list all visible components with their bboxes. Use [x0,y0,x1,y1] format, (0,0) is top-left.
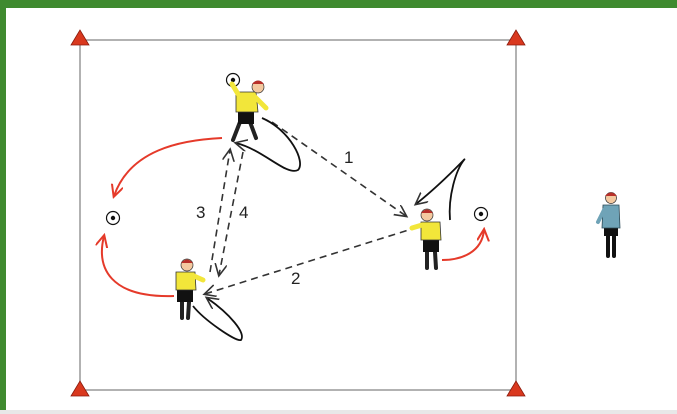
ball-icon [105,210,121,226]
pass-label-1: 1 [344,148,353,167]
cone-icon [70,380,90,397]
run-loop-right [416,158,466,221]
player-figure-top [229,80,269,142]
dribble-curve-right [441,230,484,261]
frame-bottom [0,410,677,414]
cone-icon [506,380,526,397]
cone-icon [506,29,526,46]
frame-left [0,0,6,414]
run-loop-top [236,117,301,172]
pass-line-2 [205,226,419,294]
pass-line-4 [219,151,244,275]
cone-icon [70,29,90,46]
dribble-curve-top [114,137,223,196]
dribble-curve-bottom [102,236,175,298]
pass-label-3: 3 [196,203,205,222]
ball-icon [473,206,489,222]
player-figure-bottom [175,258,206,320]
pass-label-4: 4 [239,203,248,222]
pitch-area [79,39,517,391]
pass-line-3 [209,150,230,273]
run-loop-bottom [192,298,243,341]
player-figure-right [409,208,442,270]
pass-label-2: 2 [291,269,300,288]
frame-top [0,0,677,8]
pass-line-1 [271,121,406,216]
coach-figure [596,192,621,258]
